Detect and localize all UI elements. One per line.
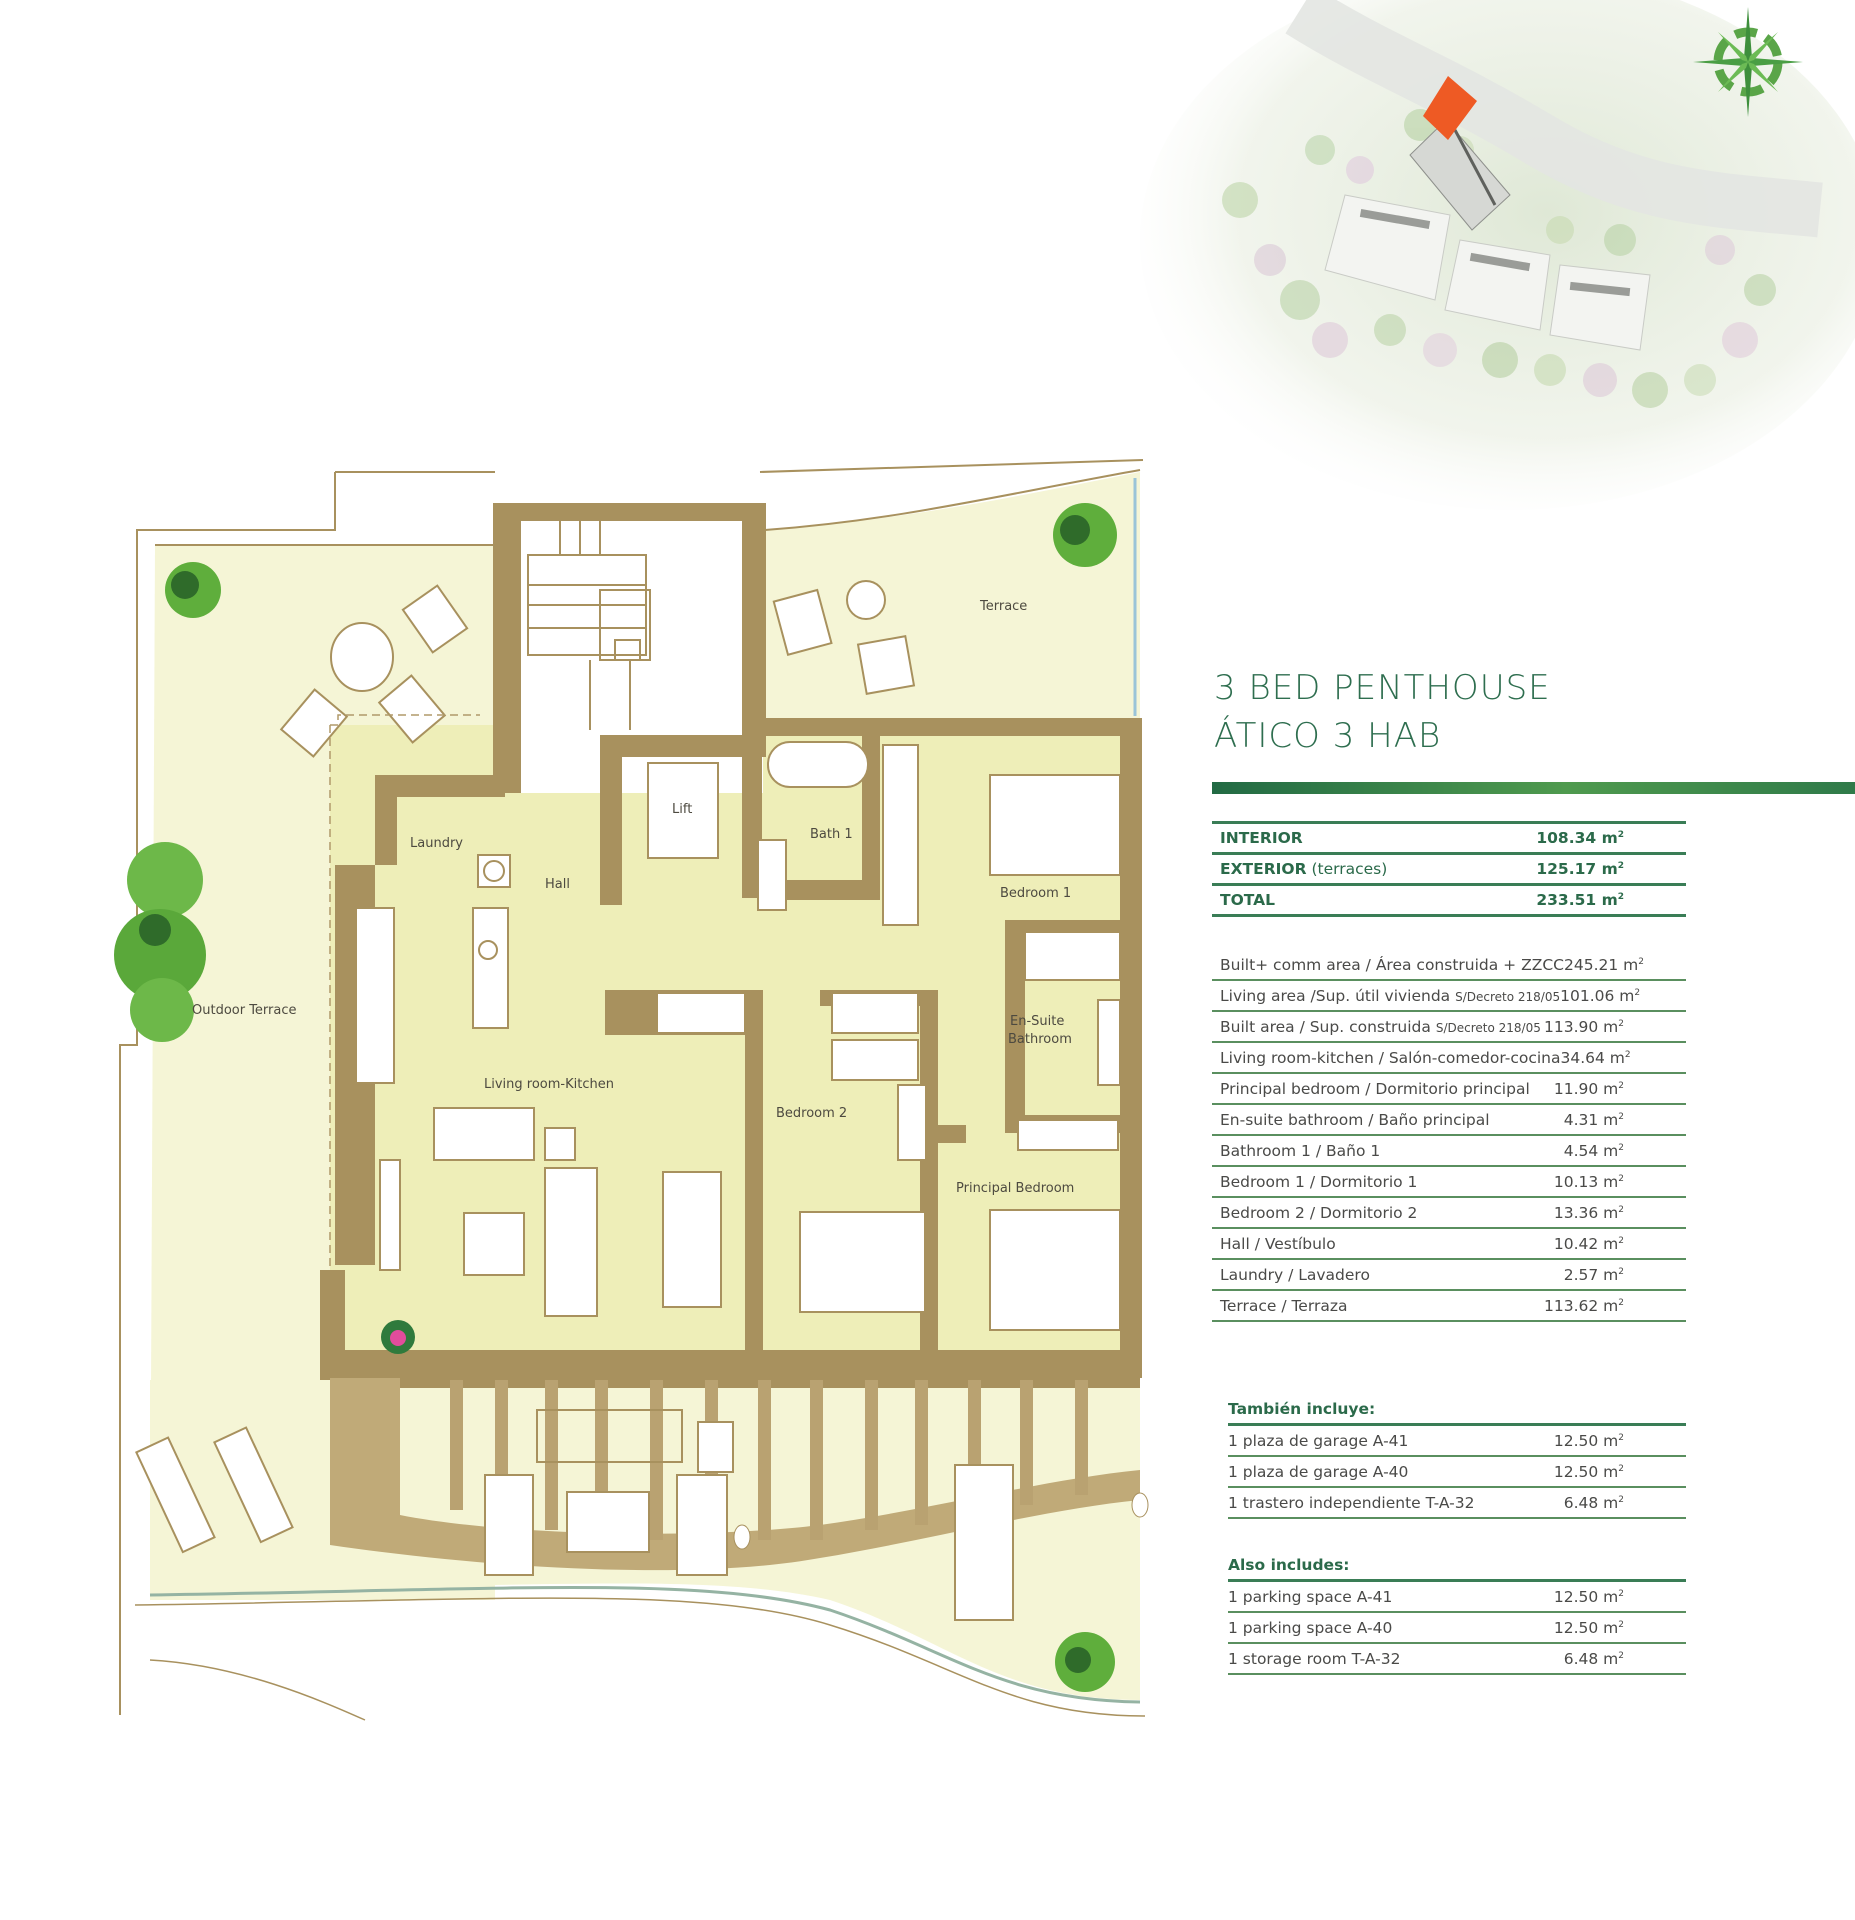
summary-label: TOTAL (1220, 891, 1275, 909)
tambien-heading: También incluye: (1228, 1400, 1376, 1418)
summary-table: INTERIOR 108.34 m2 EXTERIOR (terraces) 1… (1212, 821, 1686, 917)
highlighted-unit (1423, 76, 1477, 140)
title-divider-bar (1212, 782, 1855, 794)
page-subtitle: ÁTICO 3 HAB (1214, 716, 1442, 756)
table-top-rule (1228, 1423, 1686, 1426)
room-label-principal-bedroom: Principal Bedroom (956, 1181, 1074, 1196)
compass-rose-icon (1693, 7, 1803, 117)
room-label-ensuite: En-Suite (1010, 1014, 1064, 1029)
room-label-outdoor-terrace: Outdoor Terrace (192, 1003, 297, 1018)
also-includes-heading: Also includes: (1228, 1556, 1350, 1574)
terrace-area (765, 472, 1140, 720)
page-title: 3 BED PENTHOUSE (1214, 668, 1551, 708)
room-label-bath-1: Bath 1 (810, 827, 853, 842)
summary-row-exterior: EXTERIOR (terraces) 125.17 m2 (1212, 855, 1686, 886)
site-plan-map (1140, 0, 1855, 510)
area-row: Living area /Sup. útil vivienda S/Decret… (1212, 981, 1686, 1012)
summary-value: 108.34 m (1536, 829, 1618, 847)
room-label-terrace: Terrace (979, 599, 1027, 614)
area-row: Principal bedroom / Dormitorio principal… (1212, 1074, 1686, 1105)
area-row: Built+ comm area / Área construida + ZZC… (1212, 950, 1686, 981)
summary-row-total: TOTAL 233.51 m2 (1212, 886, 1686, 917)
area-row: Built area / Sup. construida S/Decreto 2… (1212, 1012, 1686, 1043)
table-top-rule (1212, 821, 1686, 824)
summary-label: EXTERIOR (1220, 860, 1307, 878)
plant-icon (114, 503, 1117, 1692)
room-label-living-room-kitchen: Living room-Kitchen (484, 1077, 614, 1092)
summary-value: 125.17 m (1536, 860, 1618, 878)
summary-row-interior: INTERIOR 108.34 m2 (1212, 824, 1686, 855)
floor-plan: Terrace Outdoor Terrace Laundry Hall Lif… (114, 459, 1149, 1721)
room-label-bedroom-2: Bedroom 2 (776, 1106, 847, 1121)
areas-table: Built+ comm area / Área construida + ZZC… (1212, 950, 1686, 1322)
summary-label: INTERIOR (1220, 829, 1303, 847)
summary-value: 233.51 m (1536, 891, 1618, 909)
room-label-ensuite-bathroom: Bathroom (1008, 1032, 1072, 1047)
room-label-bedroom-1: Bedroom 1 (1000, 886, 1071, 901)
room-label-hall: Hall (545, 877, 570, 892)
table-top-rule (1228, 1579, 1686, 1582)
room-label-laundry: Laundry (410, 836, 463, 851)
room-label-lift: Lift (672, 802, 692, 817)
area-row: Living room-kitchen / Salón-comedor-coci… (1212, 1043, 1686, 1074)
